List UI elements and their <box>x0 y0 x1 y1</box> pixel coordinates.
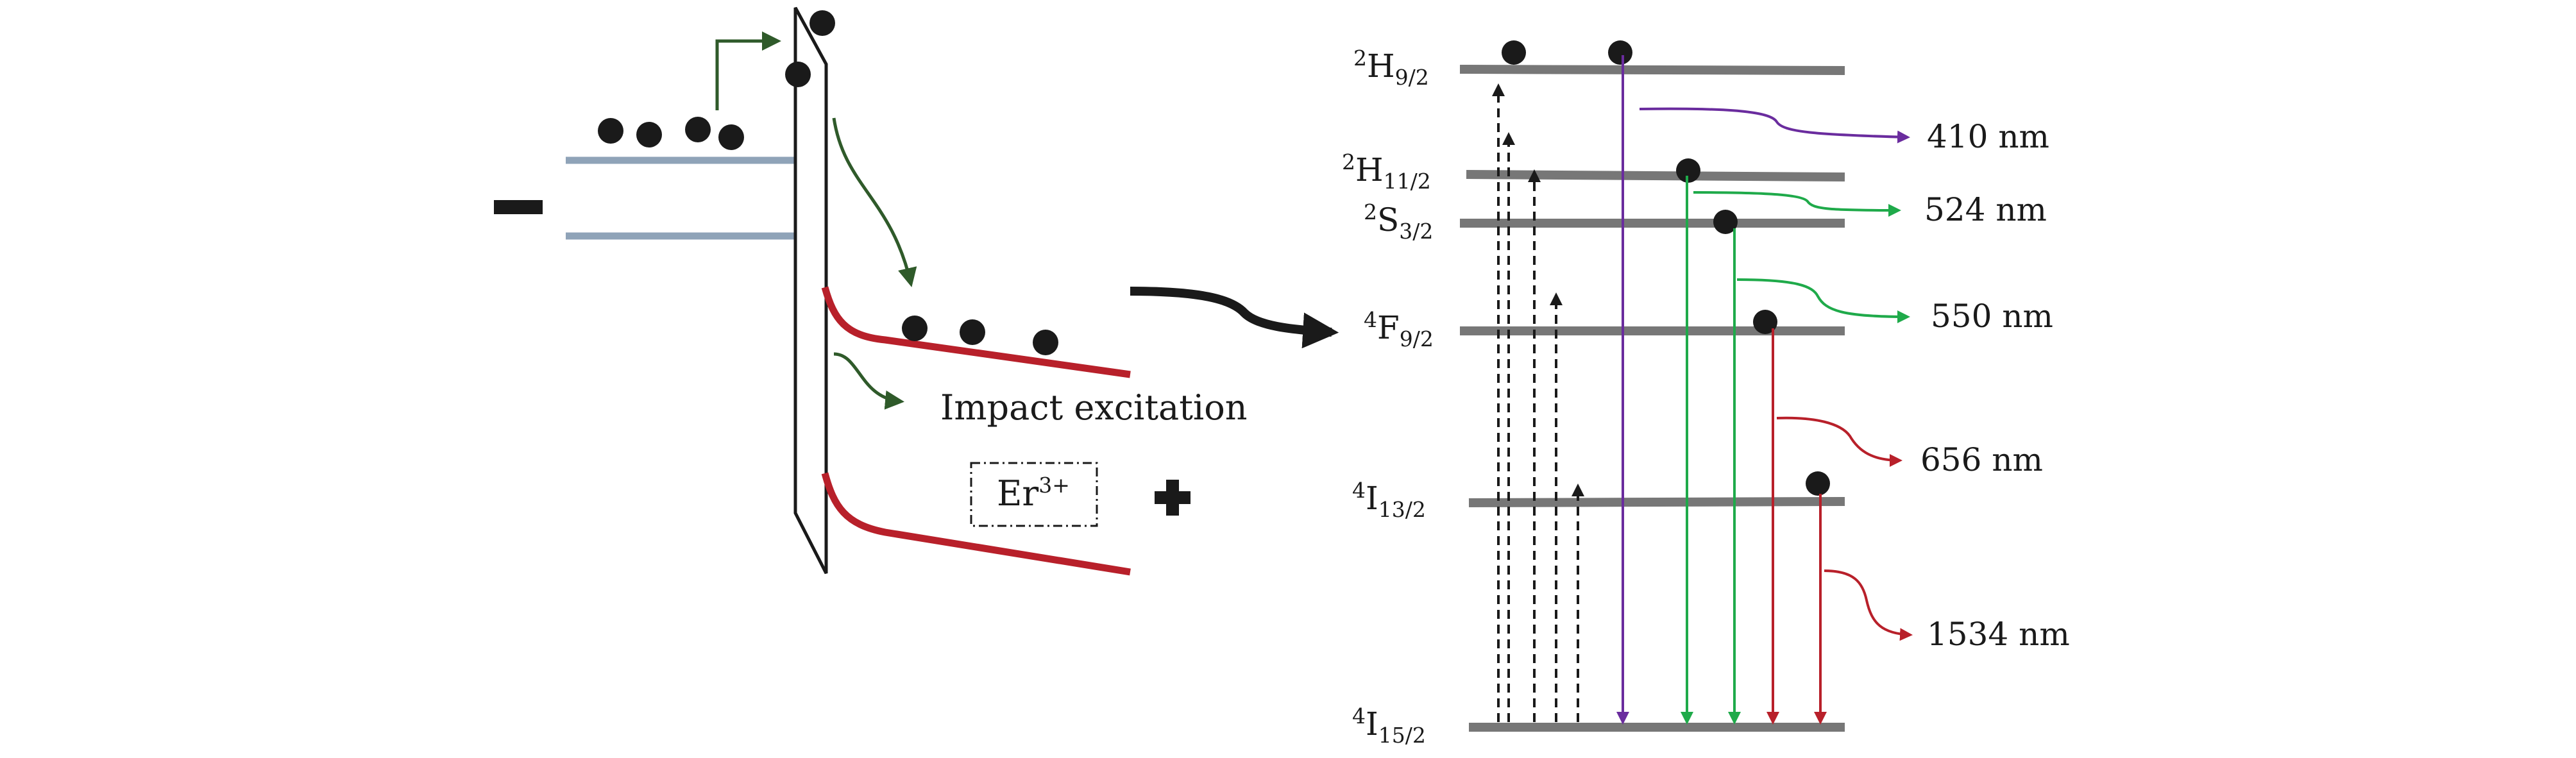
electron <box>636 122 662 147</box>
level-label: 2S3/2 <box>1364 199 1433 244</box>
level-label: 2H11/2 <box>1342 149 1431 194</box>
wavelength-label: 524 nm <box>1924 191 2047 228</box>
wavelength-label: 1534 nm <box>1927 616 2070 653</box>
plus-sign <box>1155 480 1191 516</box>
left-panel: Impact excitation Er3+ <box>494 6 1248 576</box>
band-red-lower <box>821 472 1131 576</box>
impact-arrow <box>833 352 904 410</box>
electron <box>809 10 835 36</box>
wavelength-label: 410 nm <box>1927 118 2049 155</box>
excitation-arrows <box>1492 83 1584 722</box>
energy-levels: 2H9/2 2H11/2 2S3/2 4F9/2 4I13/2 4I15/2 <box>1342 40 2070 748</box>
electron <box>598 118 623 144</box>
emission-arrow-1534 <box>1824 569 1913 641</box>
er-ion-label: Er3+ <box>997 473 1070 514</box>
level-label: 4I15/2 <box>1352 703 1426 748</box>
barrier <box>793 6 828 575</box>
emission-arrow-410 <box>1639 107 1910 144</box>
electron <box>1713 210 1738 234</box>
minus-sign <box>494 200 543 214</box>
band-red-upper <box>821 286 1131 378</box>
electron <box>960 319 985 345</box>
emission-arrow-550 <box>1736 278 1910 323</box>
electron <box>1608 40 1632 65</box>
level-line <box>1468 497 1845 507</box>
er-ion-box <box>970 462 1098 527</box>
level-label: 4F9/2 <box>1364 307 1434 351</box>
wavelength-label: 550 nm <box>1931 298 2053 335</box>
electron <box>1753 310 1777 334</box>
electron <box>1033 330 1058 355</box>
electron <box>685 117 711 142</box>
electron <box>785 62 811 87</box>
electron <box>718 124 744 150</box>
hot-electron-arrow <box>832 117 917 287</box>
electron <box>902 316 928 341</box>
level-line <box>1459 65 1845 75</box>
electron <box>1502 40 1526 65</box>
wavelength-label: 656 nm <box>1920 441 2043 478</box>
level-line <box>1466 170 1845 181</box>
tunneling-arrow <box>715 31 781 110</box>
emission-arrow-656 <box>1776 416 1902 467</box>
impact-excitation-label: Impact excitation <box>940 387 1248 428</box>
emission-arrow-524 <box>1693 191 1901 217</box>
level-label: 2H9/2 <box>1353 46 1429 90</box>
electron <box>1676 158 1700 183</box>
electron <box>1806 471 1830 496</box>
level-label: 4I13/2 <box>1352 478 1426 522</box>
transfer-arrow <box>1130 287 1339 349</box>
